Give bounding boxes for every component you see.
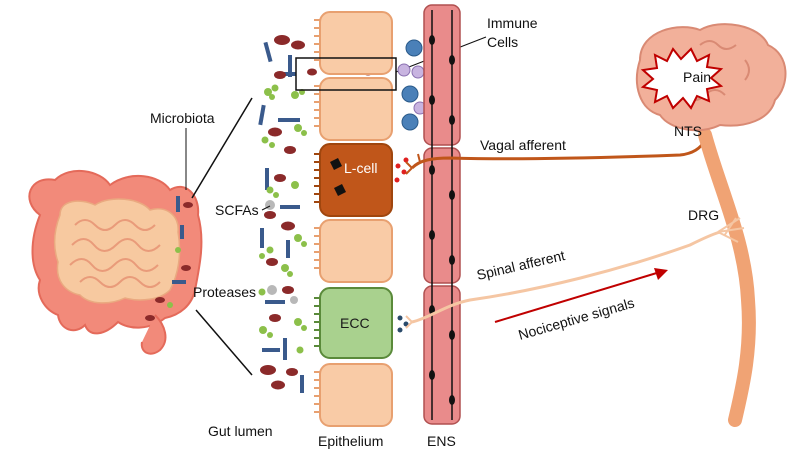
microbe-oval — [307, 68, 317, 76]
spinal-cord — [698, 128, 756, 427]
microbe-rod — [286, 240, 290, 258]
microbiota-label: Microbiota — [150, 110, 215, 126]
microbe-oval — [281, 221, 295, 231]
microbe-oval — [274, 174, 286, 182]
epithelium-cell — [319, 363, 393, 427]
epithelium-label: Epithelium — [318, 433, 383, 449]
microbe-oval — [271, 380, 285, 390]
rectum — [140, 314, 167, 355]
epithelium-cell — [319, 77, 393, 141]
microbe-rod — [263, 41, 273, 63]
microbe-rod — [262, 348, 280, 352]
microbe-rod — [278, 72, 296, 76]
microbe-oval — [284, 146, 296, 154]
colon-illustration — [28, 97, 253, 376]
vagal-afferent-fiber — [410, 139, 707, 170]
microbe-rod — [288, 55, 292, 77]
microbe-rod — [265, 300, 285, 304]
scfas-leader — [261, 205, 271, 211]
microbe-oval — [266, 258, 278, 266]
spinal-afferent-label: Spinal afferent — [475, 247, 566, 283]
protease-blob — [290, 296, 298, 304]
microbe-oval — [282, 286, 294, 294]
small-intestine-loops — [69, 219, 161, 288]
l-cell-receptor-icon — [330, 158, 346, 196]
drg-branches — [717, 217, 745, 243]
microbe-oval — [260, 365, 276, 375]
drg-label: DRG — [688, 207, 719, 223]
ens-band — [423, 4, 461, 425]
proteases-label: Proteases — [193, 284, 256, 300]
vagal-afferent-branch — [405, 153, 421, 175]
nociceptive-signals-label: Nociceptive signals — [516, 294, 636, 342]
microbe-rod — [258, 104, 266, 126]
spinal-afferent-branch — [405, 315, 413, 329]
inset-box — [295, 57, 397, 91]
zoom-line-upper — [191, 97, 253, 199]
protease-blob — [267, 285, 277, 295]
microbe-oval — [269, 314, 281, 322]
immune-cells — [397, 39, 427, 131]
l-cell-microvilli — [314, 153, 320, 203]
colon-microbes — [145, 196, 193, 321]
microbe-rod — [278, 118, 300, 122]
brain-and-spinal-cord: Pain — [635, 23, 787, 427]
microbe-oval — [286, 368, 298, 376]
microbe-rod — [260, 228, 264, 248]
epithelium-cell — [319, 11, 393, 75]
ens-label: ENS — [427, 433, 456, 449]
microbe-green-clusters — [258, 84, 307, 354]
protease-blob — [265, 200, 275, 210]
pain-label: Pain — [683, 69, 711, 85]
microvilli — [314, 19, 320, 413]
microbe-oval — [274, 35, 290, 45]
immune-cells-label-2: Cells — [487, 34, 518, 50]
microbe-rod — [300, 375, 304, 393]
gut-lumen-label: Gut lumen — [208, 423, 273, 439]
microbe-rod — [283, 338, 287, 360]
l-cell — [319, 143, 393, 217]
ecc-microvilli — [314, 297, 320, 347]
microbe-rod — [265, 168, 269, 190]
microbe-rod — [280, 205, 300, 209]
l-cell-label: L-cell — [344, 160, 377, 176]
lumen-microbes — [258, 35, 373, 393]
colon-inner — [53, 198, 181, 304]
nts-label: NTS — [674, 123, 702, 139]
scfas-label: SCFAs — [215, 202, 259, 218]
zoom-line-lower — [195, 309, 253, 376]
microbe-oval — [291, 40, 305, 50]
epithelium-cell — [319, 219, 393, 283]
pain-burst — [640, 47, 724, 110]
nociceptive-arrowhead — [654, 268, 668, 280]
nociceptive-arrow — [494, 271, 661, 323]
spinal-afferent-fiber — [411, 230, 721, 324]
immune-cells-label-1: Immune — [487, 15, 538, 31]
microbe-oval — [274, 71, 286, 79]
microbe-oval — [268, 127, 282, 137]
ecc-label: ECC — [340, 315, 370, 331]
microbe-oval — [264, 211, 276, 219]
vagal-afferent-label: Vagal afferent — [480, 137, 566, 153]
epithelium-layer: L-cell ECC — [314, 11, 409, 427]
